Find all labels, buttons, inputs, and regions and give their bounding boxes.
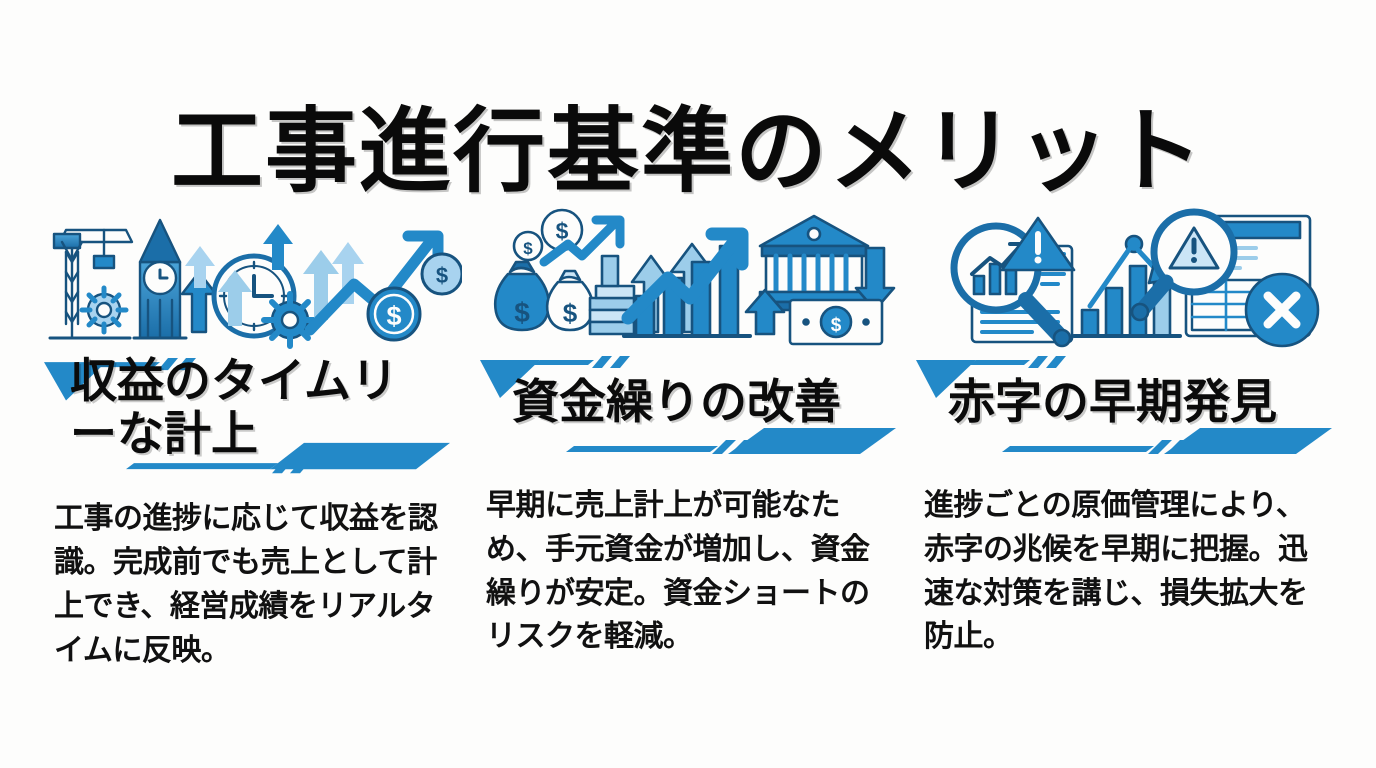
card-1-heading-banner: 収益のタイムリーな計上: [42, 354, 462, 475]
card-1-icon-strip: $ $: [42, 200, 462, 350]
svg-text:$: $: [563, 298, 578, 328]
card-3-heading: 赤字の早期発見: [948, 374, 1277, 430]
benefit-card-3: 赤字の早期発見 進捗ごとの原価管理により、赤字の兆候を早期に把握。迅速な対策を講…: [914, 200, 1334, 659]
svg-text:$: $: [556, 218, 569, 244]
svg-text:$: $: [436, 263, 448, 288]
card-3-icon-strip: [914, 200, 1334, 350]
svg-text:$: $: [514, 297, 530, 328]
benefit-card-1: $ $: [42, 200, 462, 672]
svg-text:$: $: [523, 239, 533, 258]
svg-text:$: $: [831, 315, 842, 336]
card-2-heading: 資金繰りの改善: [512, 374, 841, 430]
benefit-card-2: $ $ $: [478, 200, 898, 659]
card-2-body: 早期に売上計上が可能なため、手元資金が増加し、資金繰りが安定。資金ショートのリス…: [486, 488, 870, 655]
page-title: 工事進行基準のメリット: [170, 97, 1205, 205]
card-3-body: 進捗ごとの原価管理により、赤字の兆候を早期に把握。迅速な対策を講じ、損失拡大を防…: [924, 488, 1308, 655]
card-2-heading-banner: 資金繰りの改善: [478, 354, 898, 458]
svg-text:$: $: [386, 301, 401, 331]
benefit-card-list: $ $: [0, 200, 1376, 672]
card-3-heading-banner: 赤字の早期発見: [914, 354, 1334, 458]
page-title-wrapper: 工事進行基準のメリット: [0, 44, 1376, 259]
card-1-heading: 収益のタイムリーな計上: [70, 354, 399, 462]
card-2-icon-strip: $ $ $: [478, 200, 898, 350]
card-1-body: 工事の進捗に応じて収益を認識。完成前でも売上として計上でき、経営成績をリアルタイ…: [54, 501, 438, 668]
